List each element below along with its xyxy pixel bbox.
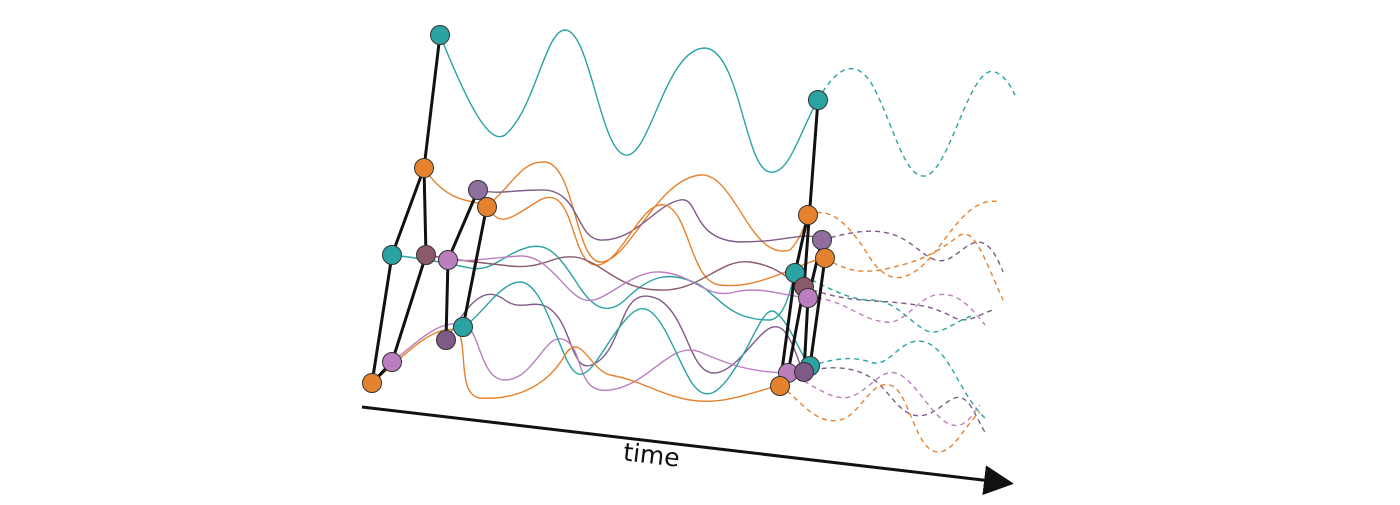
node-pink-middle-later <box>798 288 818 308</box>
node-teal-top <box>430 25 450 45</box>
node-maroon-middle <box>416 245 436 265</box>
node-orange-second <box>477 197 497 217</box>
prediction-purple-2 <box>803 367 986 433</box>
trajectory-orange-second <box>486 196 826 287</box>
node-teal-middle-later <box>785 263 805 283</box>
graph-snapshot-right-nodes <box>770 90 835 396</box>
prediction-orange-2 <box>824 233 1004 301</box>
prediction-teal-1 <box>794 272 976 333</box>
time-axis-label: time <box>622 437 681 472</box>
node-pink-lower <box>382 352 402 372</box>
trajectory-teal-lower <box>462 281 811 395</box>
node-teal-middle <box>382 245 402 265</box>
trajectory-purple-upper <box>477 189 823 243</box>
trajectory-pink-middle <box>447 255 809 302</box>
trajectory-orange-bottom <box>371 328 781 403</box>
prediction-purple-1 <box>821 230 1004 273</box>
node-teal-top-later <box>808 90 828 110</box>
node-pink-middle <box>438 250 458 270</box>
node-orange-bottom-later <box>770 376 790 396</box>
node-purple-lower <box>436 330 456 350</box>
trajectory-purple-lower <box>445 293 805 374</box>
prediction-orange-1 <box>807 200 1001 279</box>
prediction-pink-2 <box>787 371 981 427</box>
time-axis-arrow <box>361 405 1014 496</box>
prediction-pink-1 <box>807 293 986 326</box>
node-orange-upper <box>414 158 434 178</box>
node-orange-bottom <box>362 373 382 393</box>
node-purple-upper-later <box>812 230 832 250</box>
graph-snapshot-left-nodes <box>362 25 497 393</box>
node-purple-upper <box>468 180 488 200</box>
trajectory-teal-top <box>439 29 819 173</box>
node-teal-lower <box>453 317 473 337</box>
node-orange-upper-later <box>798 205 818 225</box>
predicted-trajectories <box>779 68 1016 453</box>
prediction-teal-top <box>817 68 1016 177</box>
prediction-orange-3 <box>779 384 981 453</box>
node-orange-second-later <box>815 248 835 268</box>
prediction-teal-2 <box>809 340 986 419</box>
prediction-maroon-1 <box>803 286 996 321</box>
node-purple-lower-later <box>794 362 814 382</box>
trajectory-maroon-middle <box>425 254 805 291</box>
